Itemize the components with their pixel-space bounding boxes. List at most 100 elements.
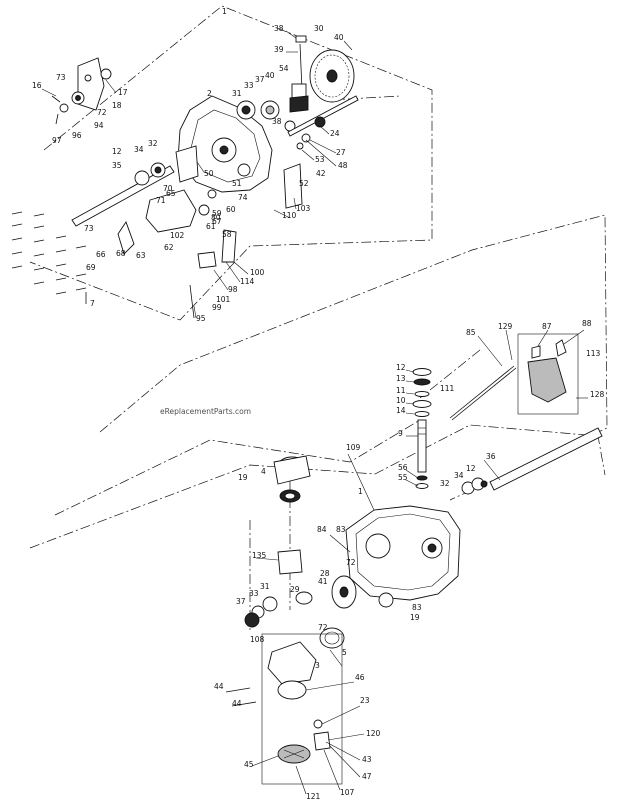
right-axle-shaft [461, 427, 603, 495]
part-callout-94: 94 [94, 121, 104, 130]
part-callout-34: 34 [454, 471, 464, 480]
upper-bracket [51, 57, 112, 125]
part-callout-10: 10 [396, 396, 406, 405]
part-callout-97: 97 [52, 136, 62, 145]
part-callout-101: 101 [216, 295, 231, 304]
part-callout-72: 72 [318, 623, 328, 632]
part-callout-5: 5 [342, 648, 347, 657]
part-callout-40: 40 [265, 71, 275, 80]
part-callout-12: 12 [396, 363, 406, 372]
part-callout-33: 33 [244, 81, 254, 90]
part-callout-83: 83 [412, 603, 422, 612]
part-callout-51: 51 [232, 179, 242, 188]
part-callout-4: 4 [261, 467, 266, 476]
part-callout-19: 19 [238, 473, 248, 482]
part-callout-53: 53 [315, 155, 325, 164]
part-callout-88: 88 [582, 319, 592, 328]
part-callout-36: 36 [486, 452, 496, 461]
part-callout-18: 18 [112, 101, 122, 110]
leader-lines [41, 30, 588, 795]
part-callout-110: 110 [282, 211, 297, 220]
part-callout-9: 9 [398, 429, 403, 438]
part-callout-95: 95 [196, 314, 206, 323]
gear-stack [236, 35, 309, 132]
part-callout-45: 45 [244, 760, 254, 769]
part-callout-13: 13 [396, 374, 406, 383]
part-callout-61: 61 [206, 222, 216, 231]
part-callout-83: 83 [336, 525, 346, 534]
part-callout-103: 103 [296, 204, 311, 213]
part-callout-120: 120 [366, 729, 381, 738]
part-callout-46: 46 [355, 673, 365, 682]
part-callout-17: 17 [118, 88, 128, 97]
part-callout-73: 73 [84, 224, 94, 233]
part-callout-87: 87 [542, 322, 552, 331]
part-callout-72: 72 [97, 108, 107, 117]
part-callout-99: 99 [212, 303, 222, 312]
detail-box-lower [225, 633, 343, 785]
part-callout-65: 65 [166, 189, 176, 198]
part-callout-72: 72 [346, 558, 356, 567]
part-callout-98: 98 [228, 285, 238, 294]
watermark-text: eReplacementParts.com [160, 407, 251, 416]
part-callout-135: 135 [252, 551, 267, 560]
part-callout-69: 69 [86, 263, 96, 272]
part-callout-111: 111 [440, 384, 455, 393]
part-callout-62: 62 [164, 243, 174, 252]
part-callout-73: 73 [56, 73, 66, 82]
part-callout-29: 29 [290, 585, 300, 594]
part-callout-129: 129 [498, 322, 513, 331]
part-callout-52: 52 [299, 179, 309, 188]
vertical-shaft-stack [412, 368, 432, 489]
part-callout-31: 31 [232, 89, 242, 98]
part-callout-50: 50 [204, 169, 214, 178]
upper-shaft [283, 95, 359, 209]
detail-box-cover [517, 333, 579, 415]
part-callout-39: 39 [274, 45, 284, 54]
part-callout-12: 12 [466, 464, 476, 473]
part-callout-35: 35 [112, 161, 122, 170]
part-callout-108: 108 [250, 635, 265, 644]
part-callout-84: 84 [317, 525, 327, 534]
lower-gears [244, 455, 357, 649]
part-callout-27: 27 [336, 148, 346, 157]
part-callout-66: 66 [96, 250, 106, 259]
part-callout-70: 70 [163, 184, 173, 193]
part-callout-54: 54 [279, 64, 289, 73]
part-callout-43: 43 [362, 755, 372, 764]
part-callout-48: 48 [338, 161, 348, 170]
part-callout-38: 38 [274, 24, 284, 33]
part-callout-41: 41 [318, 577, 328, 586]
part-callout-44: 44 [232, 699, 242, 708]
part-callout-42: 42 [316, 169, 326, 178]
part-callout-56: 56 [398, 463, 408, 472]
part-callout-55: 55 [398, 473, 408, 482]
part-callout-3: 3 [315, 661, 320, 670]
part-callout-28: 28 [320, 569, 330, 578]
part-callout-80: 80 [211, 213, 221, 222]
long-rod [449, 365, 517, 421]
part-callout-14: 14 [396, 406, 406, 415]
part-callout-74: 74 [238, 193, 248, 202]
part-callout-1: 1 [222, 7, 227, 16]
part-callout-32: 32 [440, 479, 450, 488]
part-callout-58: 58 [222, 230, 232, 239]
part-callout-30: 30 [314, 24, 324, 33]
part-callout-128: 128 [590, 390, 605, 399]
part-callout-7: 7 [90, 299, 95, 308]
part-callout-34: 34 [134, 145, 144, 154]
part-callout-85: 85 [466, 328, 476, 337]
part-callout-40: 40 [334, 33, 344, 42]
assembly-outlines [29, 5, 608, 630]
part-callout-31: 31 [260, 582, 270, 591]
large-spur-gear [309, 49, 355, 103]
part-callout-113: 113 [586, 349, 601, 358]
part-callout-109: 109 [346, 443, 361, 452]
part-callout-114: 114 [240, 277, 255, 286]
lower-housing [345, 505, 461, 608]
part-callout-71: 71 [156, 196, 166, 205]
part-callout-32: 32 [148, 139, 158, 148]
part-callout-33: 33 [249, 589, 259, 598]
